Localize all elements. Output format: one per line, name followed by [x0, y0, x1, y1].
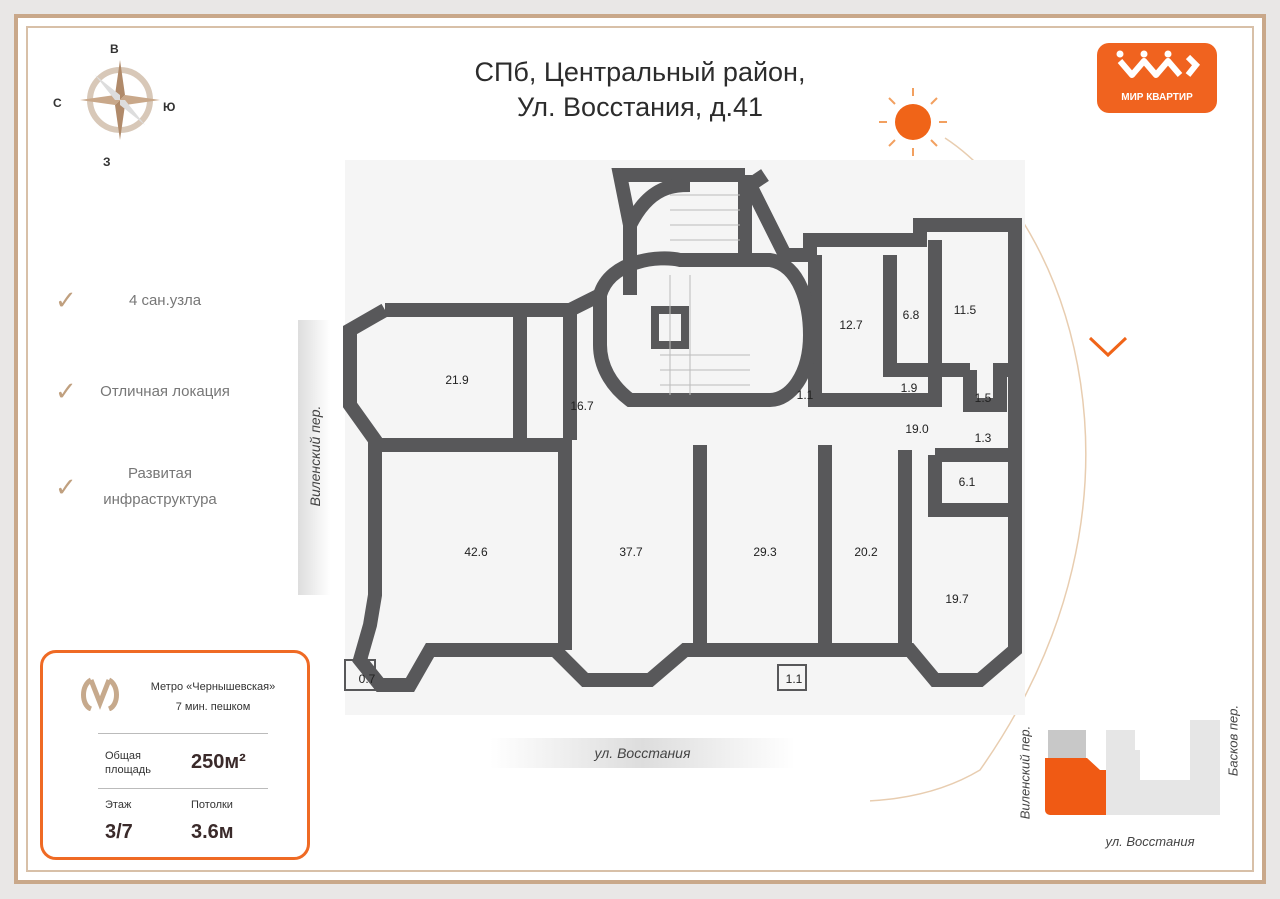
minimap-street-right: Басков пер.: [1225, 704, 1241, 777]
metro-logo-icon: [81, 677, 119, 711]
street-label-bottom: ул. Восстания: [594, 745, 691, 761]
check-icon: ✓: [55, 285, 77, 315]
room-area-label: 19.7: [945, 592, 969, 606]
floor-label: Этаж: [105, 799, 132, 811]
page-title: СПб, Центральный район, Ул. Восстания, д…: [340, 55, 940, 125]
room-area-label: 1.9: [900, 381, 918, 395]
metro-station: Метро «Чернышевская»: [150, 681, 276, 693]
minimap-street-left: Виленский пер.: [1017, 725, 1033, 820]
compass-rose-icon: [80, 60, 160, 140]
divider: [98, 788, 268, 789]
feature-item: Отличная локация: [100, 383, 230, 400]
title-line-1: СПб, Центральный район,: [474, 57, 806, 87]
room-area-label: 12.7: [839, 318, 863, 332]
check-icon: ✓: [55, 376, 77, 406]
floor-value: 3/7: [105, 821, 133, 843]
metro-walk-time: 7 мин. пешком: [175, 701, 251, 713]
sun-path: [870, 88, 1128, 802]
room-area-label: 1.5: [974, 391, 992, 405]
check-icon: ✓: [55, 472, 77, 502]
room-area-label: 37.7: [619, 545, 643, 559]
room-area-label: 1.1: [785, 672, 803, 686]
feature-item: 4 сан.узла: [128, 292, 202, 309]
minimap-street-bottom: ул. Восстания: [1105, 834, 1195, 849]
street-label-left: Виленский пер.: [307, 405, 323, 507]
street-strip-bottom: [490, 738, 795, 768]
compass-south: З: [103, 155, 111, 169]
compass-east: Ю: [163, 100, 176, 114]
info-card: Метро «Чернышевская» 7 мин. пешком Общая…: [40, 650, 310, 860]
compass-north: В: [110, 42, 119, 56]
room-area-label: 42.6: [464, 545, 488, 559]
room-area-label: 21.9: [445, 373, 469, 387]
location-minimap: [1045, 720, 1220, 815]
room-area-label: 11.5: [953, 303, 977, 317]
area-label: Общая площадь: [105, 750, 151, 776]
room-area-label: 29.3: [753, 545, 777, 559]
room-area-label: 16.7: [570, 399, 594, 413]
room-area-label: 1.3: [974, 431, 992, 445]
ceiling-value: 3.6м: [191, 821, 234, 843]
ceiling-label: Потолки: [191, 799, 233, 811]
metro-info: Метро «Чернышевская» 7 мин. пешком: [123, 677, 303, 717]
room-area-label: 0.7: [358, 672, 376, 686]
room-area-label: 6.8: [902, 308, 920, 322]
title-line-2: Ул. Восстания, д.41: [516, 92, 764, 122]
feature-item: Развитая инфраструктура: [103, 465, 217, 508]
floor-plan: [343, 160, 1025, 715]
arrow-icon: [1088, 336, 1128, 358]
sun-icon: [879, 88, 947, 156]
room-area-label: 6.1: [958, 475, 976, 489]
room-area-label: 19.0: [905, 422, 929, 436]
room-area-label: 1.1: [796, 388, 814, 402]
brand-logo: МИР КВАРТИР: [1097, 43, 1217, 113]
compass-west: С: [53, 96, 62, 110]
street-strip-left: [298, 320, 330, 595]
area-value: 250м²: [191, 751, 246, 773]
logo-text: МИР КВАРТИР: [1121, 92, 1193, 103]
inner-border: [26, 26, 1254, 872]
logo-mark-icon: [1116, 50, 1201, 78]
divider: [98, 733, 268, 734]
room-area-label: 20.2: [854, 545, 878, 559]
